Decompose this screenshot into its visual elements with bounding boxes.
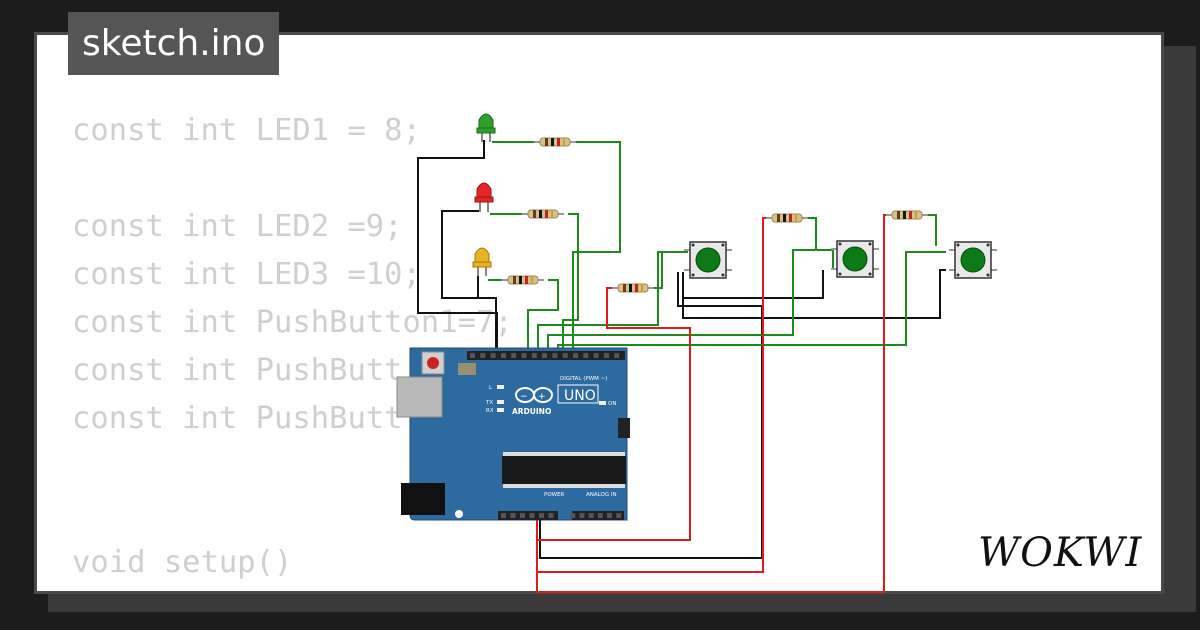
black-wire-led2 xyxy=(441,205,497,352)
led-2[interactable] xyxy=(474,182,494,212)
resistor[interactable] xyxy=(886,210,928,220)
code-line: const int LED3 =10; xyxy=(72,257,421,292)
code-preview: const int LED1 = 8; const int LED2 =9; con… xyxy=(72,107,513,591)
header-pin xyxy=(542,353,548,358)
header-pin xyxy=(573,353,578,358)
rx-label: RX xyxy=(486,408,494,414)
header-pin xyxy=(539,513,544,518)
header-pin xyxy=(607,513,612,518)
header-pin xyxy=(510,513,516,518)
black-wire-led1 xyxy=(417,140,498,352)
l-label: L xyxy=(489,385,493,391)
code-line: const int PushButt xyxy=(72,401,403,436)
svg-text:+: + xyxy=(538,392,546,402)
filename-tab[interactable]: sketch.ino xyxy=(68,12,280,75)
svg-text:−: − xyxy=(520,392,528,402)
code-line: const int PushButt xyxy=(72,353,403,388)
header-pin xyxy=(603,353,609,358)
green-wire-r3 xyxy=(928,214,937,246)
green-wire-btn3 xyxy=(557,251,946,352)
green-wire-r2 xyxy=(808,217,817,250)
header-pin xyxy=(597,513,603,518)
wokwi-logo: WOKWI xyxy=(978,530,1142,576)
header-pin xyxy=(500,353,506,358)
header-pin xyxy=(501,513,506,518)
header-pin xyxy=(570,513,576,518)
atmega-chip xyxy=(502,456,626,484)
green-wire-r1 xyxy=(650,252,663,289)
code-line: void setup() xyxy=(72,545,293,580)
pushbutton[interactable] xyxy=(684,241,732,279)
green-wire-led1 xyxy=(492,141,621,352)
board-brand-label: ARDUINO xyxy=(512,407,551,416)
pushbuttons xyxy=(684,240,997,279)
reset-button[interactable] xyxy=(427,357,439,369)
header-pin xyxy=(480,353,486,358)
power-label: POWER xyxy=(544,492,565,498)
header-pin xyxy=(583,353,589,358)
board-model-label: UNO xyxy=(564,388,596,404)
header-pin xyxy=(490,353,496,358)
green-wire-btn2 xyxy=(547,249,834,352)
resistor[interactable] xyxy=(502,275,544,285)
resistor[interactable] xyxy=(612,283,654,293)
header-pin xyxy=(529,513,535,518)
header-pin xyxy=(511,353,517,358)
code-line: const int PushButton1=7; xyxy=(72,305,513,340)
header-pin xyxy=(593,353,599,358)
green-wire-led2 xyxy=(490,213,579,352)
pushbutton[interactable] xyxy=(831,240,879,278)
preview-card: const int LED1 = 8; const int LED2 =9; con… xyxy=(34,32,1164,594)
led-1[interactable] xyxy=(476,113,496,142)
black-wire-btn2 xyxy=(682,269,946,319)
header-pin xyxy=(562,353,568,358)
header-pin xyxy=(616,513,622,518)
digital-label: DIGITAL (PWM ~) xyxy=(560,376,607,382)
header-pin xyxy=(548,513,554,518)
on-label: ON xyxy=(608,401,616,407)
analog-label: ANALOG IN xyxy=(586,492,617,498)
header-pin xyxy=(520,513,525,518)
pushbutton[interactable] xyxy=(949,241,997,279)
code-line: const int LED1 = 8; xyxy=(72,113,421,148)
code-line: const int LED2 =9; xyxy=(72,209,403,244)
header-pin xyxy=(579,513,585,518)
power-jack xyxy=(401,483,445,515)
resistors xyxy=(502,137,928,293)
led-3[interactable] xyxy=(472,247,492,276)
arduino-uno-board[interactable]: − + UNO ARDUINO DIGITAL (PWM ~) POWER AN… xyxy=(396,347,630,521)
resistor[interactable] xyxy=(766,213,808,223)
header-pin xyxy=(531,353,537,358)
power-header xyxy=(498,511,558,520)
header-pin xyxy=(614,353,620,358)
header-pin xyxy=(470,353,475,358)
header-pin xyxy=(588,513,594,518)
resistor[interactable] xyxy=(534,137,576,147)
green-wire-btn1 xyxy=(537,251,688,352)
header-pin xyxy=(521,353,527,358)
black-wire-btn23 xyxy=(683,270,824,299)
resistor[interactable] xyxy=(522,209,564,219)
header-pin xyxy=(552,353,558,358)
tx-label: TX xyxy=(485,400,493,406)
usb-port xyxy=(396,376,443,418)
